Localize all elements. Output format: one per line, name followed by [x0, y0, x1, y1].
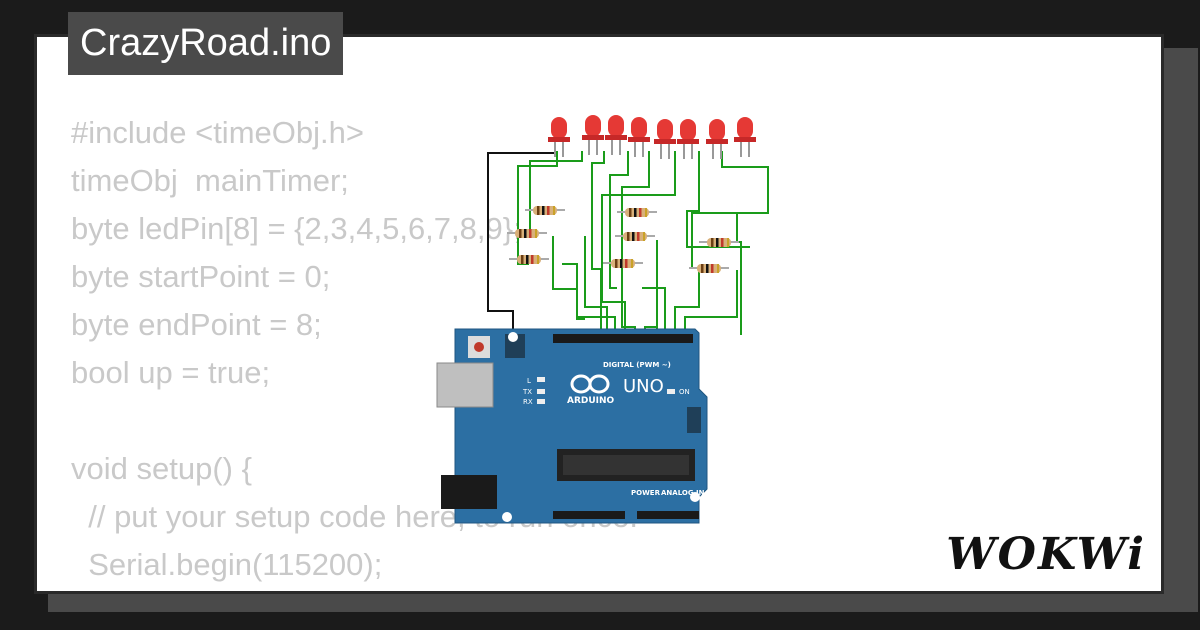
power-header [553, 511, 625, 519]
arduino-uno-board: UNO ARDUINO DIGITAL (PWM ~) POWER ANALOG… [436, 328, 708, 524]
led-l-label: L [527, 377, 531, 385]
led [548, 117, 570, 157]
code-line: bool up = true; [71, 355, 271, 390]
resistor [689, 264, 729, 273]
led [734, 117, 756, 157]
usb-port [436, 362, 494, 408]
power-header-label: POWER [631, 489, 661, 497]
board-name: UNO [623, 376, 664, 397]
code-line: byte ledPin[8] = {2,3,4,5,6,7,8,9}; [71, 211, 522, 246]
led [605, 115, 627, 155]
on-label: ON [679, 388, 690, 396]
led [628, 117, 650, 157]
window-title: CrazyRoad.ino [68, 12, 344, 75]
resistor [509, 255, 549, 264]
led [582, 115, 604, 155]
resistor [507, 229, 547, 238]
code-line: #include <timeObj.h> [71, 115, 364, 150]
led-row [548, 115, 756, 159]
power-jack [441, 475, 497, 509]
wokwi-logo: WOKWi [946, 529, 1146, 580]
led [677, 119, 699, 159]
resistor [615, 232, 655, 241]
code-line: void setup() { [71, 451, 252, 486]
code-editor: #include <timeObj.h> timeObj mainTimer; by… [71, 109, 655, 591]
led [706, 119, 728, 159]
code-line: byte endPoint = 8; [71, 307, 322, 342]
code-line: timeObj mainTimer; [71, 163, 349, 198]
digital-header-label: DIGITAL (PWM ~) [603, 361, 671, 369]
tx-label: TX [522, 388, 532, 396]
resistor [525, 206, 565, 215]
rx-label: RX [523, 398, 533, 406]
circuit-schematic: UNO ARDUINO DIGITAL (PWM ~) POWER ANALOG… [436, 115, 769, 524]
board-brand: ARDUINO [567, 396, 615, 406]
preview-card: #include <timeObj.h> timeObj mainTimer; by… [34, 34, 1164, 594]
analog-header-label: ANALOG IN [661, 489, 705, 497]
resistor [617, 208, 657, 217]
code-line: Serial.begin(115200); [71, 547, 383, 582]
resistor-group [507, 206, 739, 273]
digital-header [553, 334, 693, 343]
analog-header [637, 511, 699, 519]
arduino-logo [570, 374, 610, 394]
resistor [603, 259, 643, 268]
resistor [699, 238, 739, 247]
code-line: byte startPoint = 0; [71, 259, 331, 294]
led [654, 119, 676, 159]
